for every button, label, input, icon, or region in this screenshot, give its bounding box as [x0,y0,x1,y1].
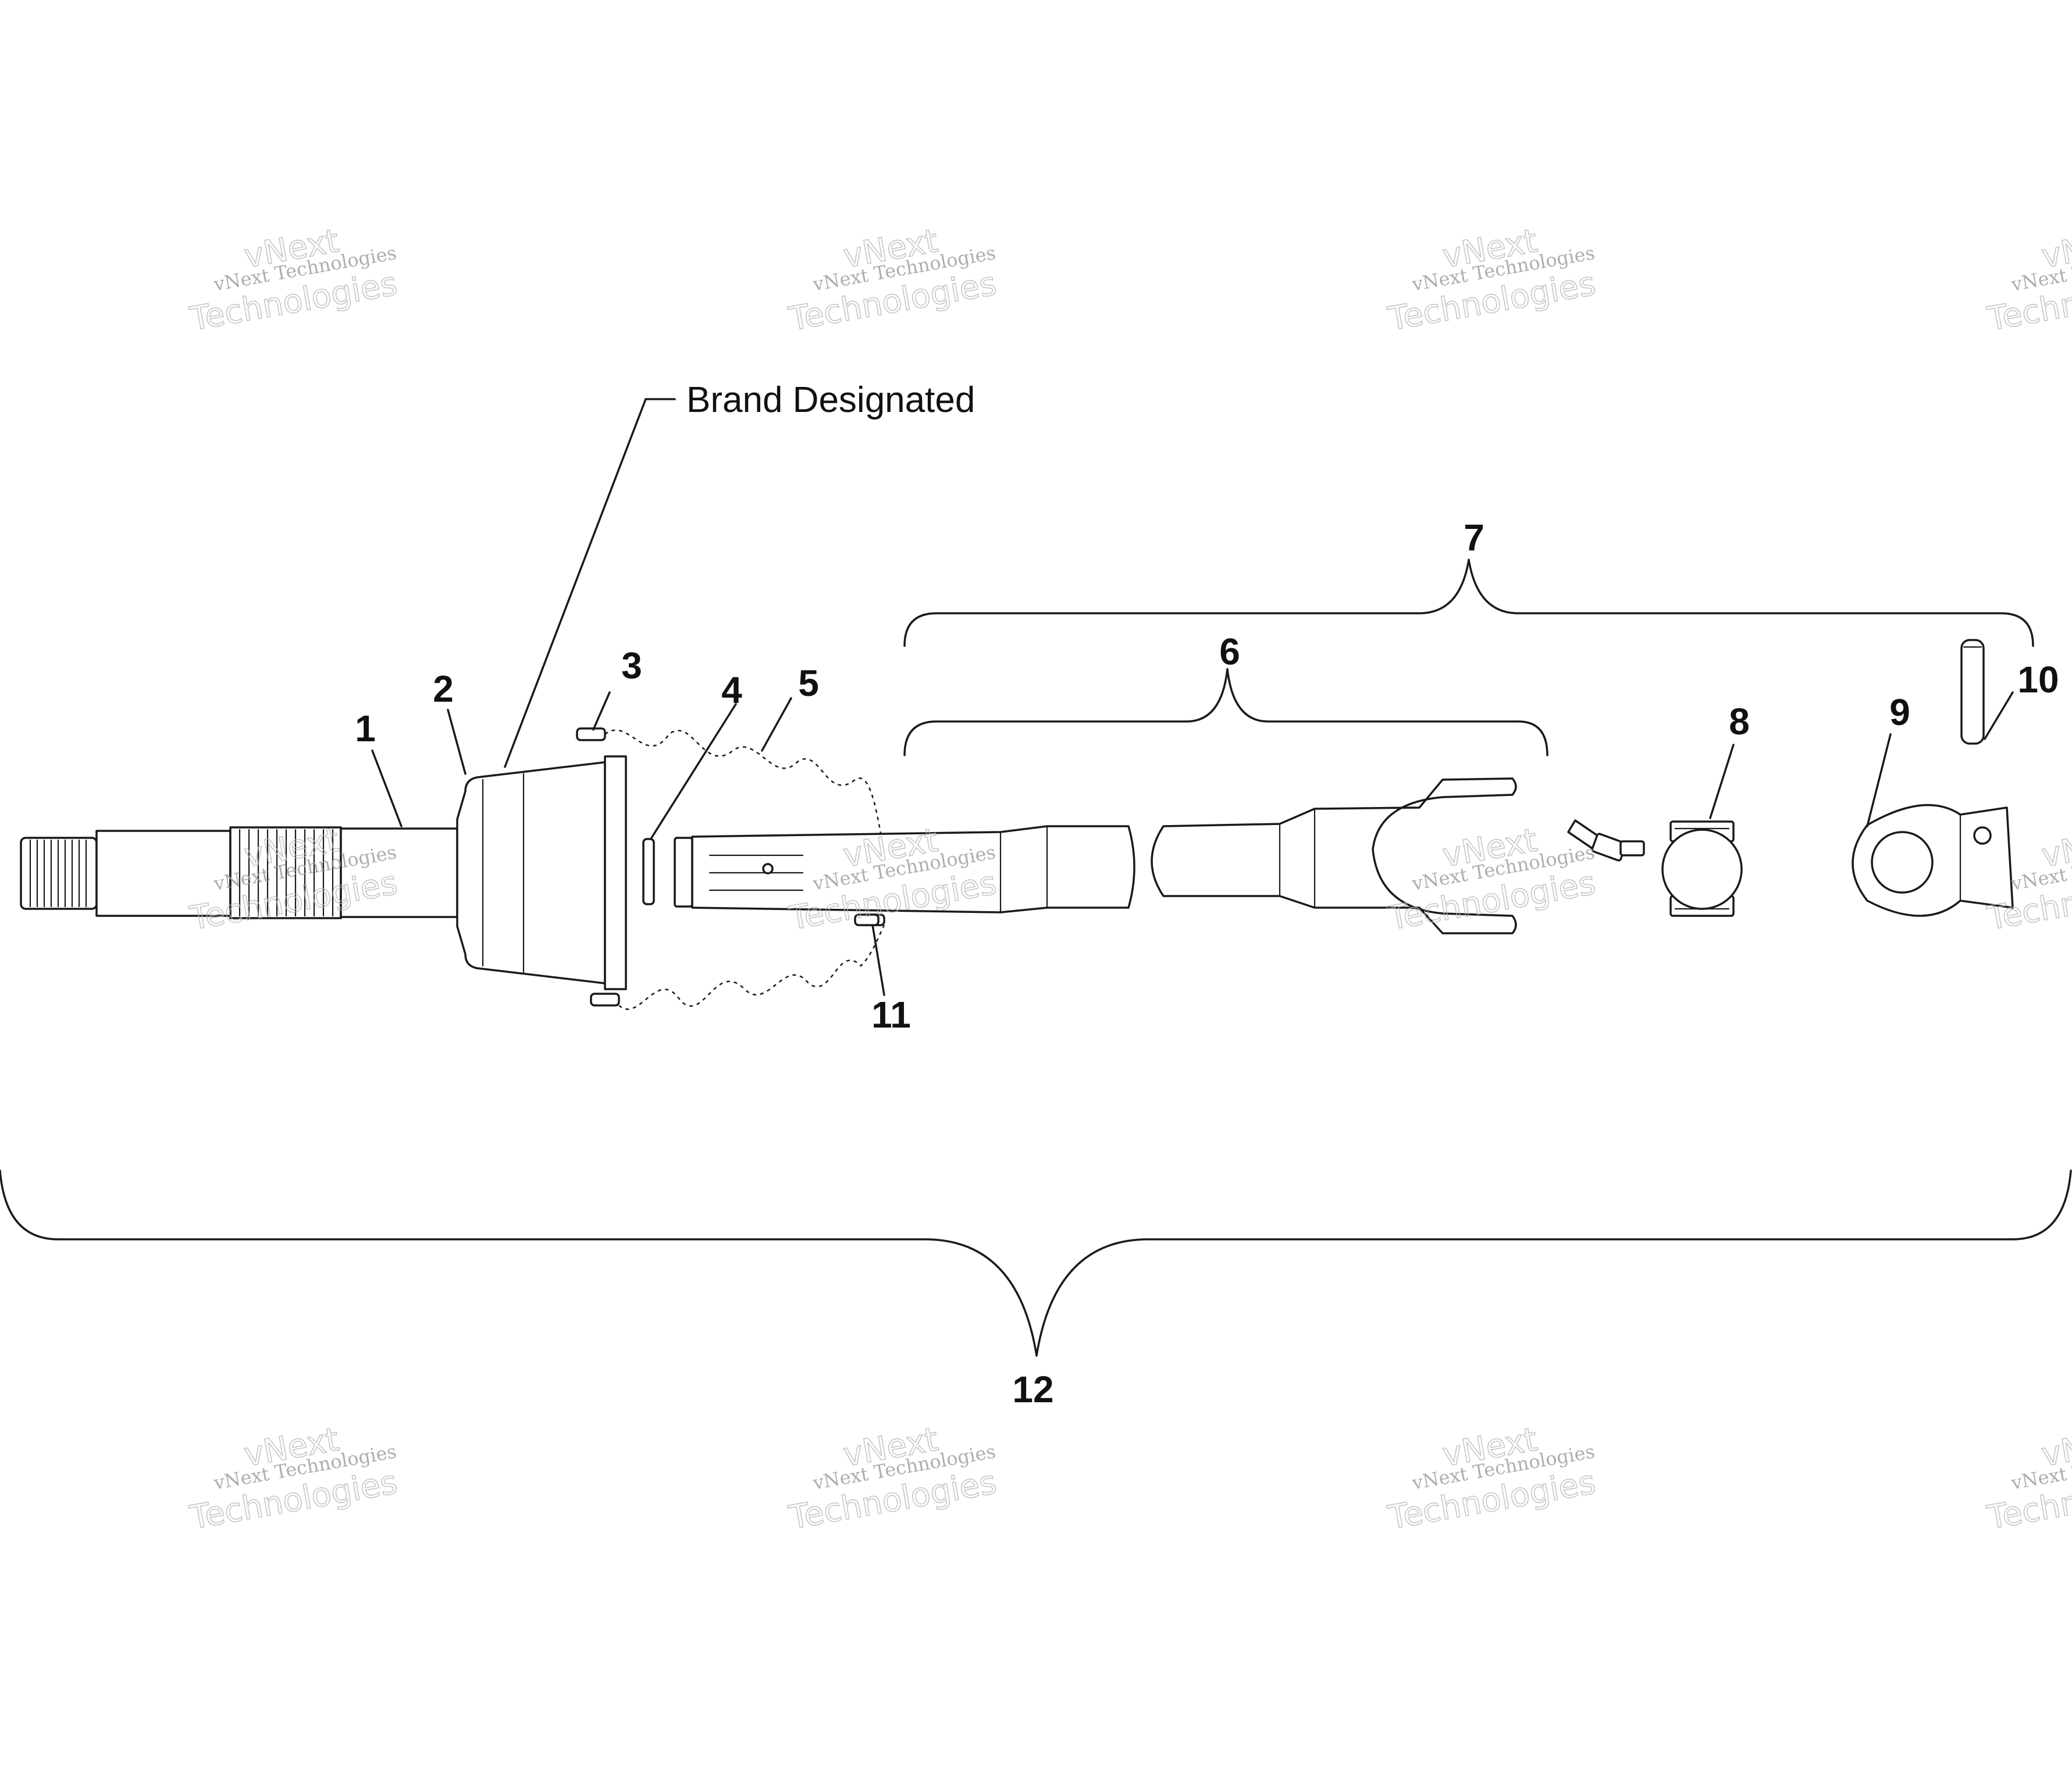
brace-part-6 [903,668,1548,756]
callout-12: 12 [1012,1368,1053,1410]
callout-4: 4 [721,669,742,711]
inner-shaft-part-6 [674,777,1517,934]
watermark-11: vNext vNext Technologies Technologies [1385,1420,1599,1538]
callout-11: 11 [871,994,911,1036]
clamp-part-11 [854,913,880,926]
watermark-1: vNext vNext Technologies Technologies [187,222,401,339]
roll-pin-part-10 [1960,639,1985,745]
watermark-2: vNext vNext Technologies Technologies [786,222,1000,339]
callout-6: 6 [1219,631,1240,673]
callout-5: 5 [798,662,819,704]
retaining-ring-part-4 [642,838,655,905]
cv-housing-part-2 [456,755,627,990]
brand-designated-note: Brand Designated [686,380,975,420]
brace-part-7 [903,559,2034,647]
watermark-12: vNext vNext Technologies Technologies [1984,1420,2072,1538]
callout-3: 3 [621,645,642,687]
callout-9: 9 [1889,691,1910,733]
callout-8: 8 [1729,701,1750,742]
brace-part-12 [0,1170,2072,1357]
stub-shaft-part-1 [20,826,458,919]
callout-1: 1 [355,708,376,749]
watermark-10: vNext vNext Technologies Technologies [786,1420,1000,1538]
watermark-9: vNext vNext Technologies Technologies [187,1420,401,1538]
callout-7: 7 [1464,517,1484,559]
grease-fitting [1567,819,1645,862]
u-joint-part-8 [1661,820,1743,917]
callout-10: 10 [2017,659,2059,701]
leader-lines [371,398,2014,996]
watermark-4: vNext vNext Technologies Technologies [1984,222,2072,339]
callout-2: 2 [433,668,454,710]
yoke-part-9 [1852,804,2014,917]
watermark-3: vNext vNext Technologies Technologies [1385,222,1599,339]
